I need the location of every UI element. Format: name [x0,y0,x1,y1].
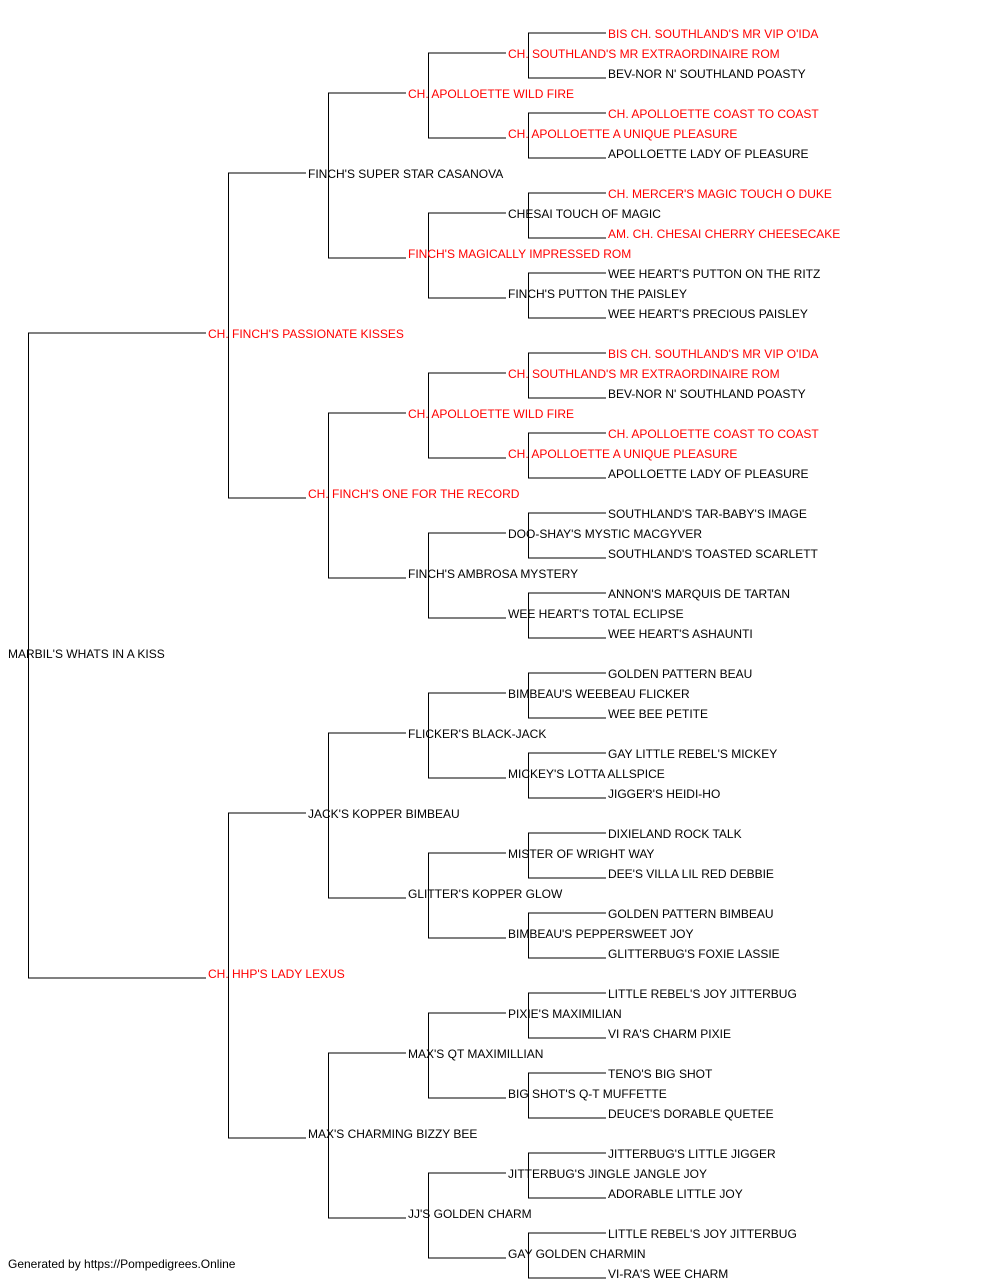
ancestor-name: FINCH'S PUTTON THE PAISLEY [508,287,687,301]
ancestor-name: DEE'S VILLA LIL RED DEBBIE [608,867,774,881]
ancestor-name: MAX'S QT MAXIMILLIAN [408,1047,544,1061]
ancestor-name: JJ'S GOLDEN CHARM [408,1207,532,1221]
ancestor-name: GLITTERBUG'S FOXIE LASSIE [608,947,780,961]
ancestor-name: LITTLE REBEL'S JOY JITTERBUG [608,1227,797,1241]
ancestor-name: CH. FINCH'S ONE FOR THE RECORD [308,487,520,501]
ancestor-name: WEE HEART'S PUTTON ON THE RITZ [608,267,821,281]
ancestor-name: JIGGER'S HEIDI-HO [608,787,721,801]
ancestor-name: ADORABLE LITTLE JOY [608,1187,743,1201]
footer-credit: Generated by https://Pompedigrees.Online [8,1257,236,1271]
ancestor-name: CH. MERCER'S MAGIC TOUCH O DUKE [608,187,832,201]
ancestor-name: CH. APOLLOETTE A UNIQUE PLEASURE [508,127,738,141]
ancestor-name: JITTERBUG'S LITTLE JIGGER [608,1147,776,1161]
ancestor-name: BIMBEAU'S PEPPERSWEET JOY [508,927,694,941]
ancestor-name: APOLLOETTE LADY OF PLEASURE [608,467,809,481]
ancestor-name: SOUTHLAND'S TOASTED SCARLETT [608,547,818,561]
ancestor-name: APOLLOETTE LADY OF PLEASURE [608,147,809,161]
ancestor-name: FINCH'S AMBROSA MYSTERY [408,567,579,581]
ancestor-name: BEV-NOR N' SOUTHLAND POASTY [608,67,806,81]
ancestor-name: JITTERBUG'S JINGLE JANGLE JOY [508,1167,707,1181]
ancestor-name: TENO'S BIG SHOT [608,1067,713,1081]
ancestor-name: DOO-SHAY'S MYSTIC MACGYVER [508,527,703,541]
ancestor-name: BIMBEAU'S WEEBEAU FLICKER [508,687,690,701]
ancestor-name: BIG SHOT'S Q-T MUFFETTE [508,1087,667,1101]
ancestor-name: CH. APOLLOETTE COAST TO COAST [608,107,819,121]
ancestor-name: GLITTER'S KOPPER GLOW [408,887,563,901]
ancestor-name: VI RA'S CHARM PIXIE [608,1027,731,1041]
ancestor-name: JACK'S KOPPER BIMBEAU [308,807,460,821]
ancestor-name: GAY LITTLE REBEL'S MICKEY [608,747,778,761]
ancestor-name: GAY GOLDEN CHARMIN [508,1247,646,1261]
ancestor-name: WEE BEE PETITE [608,707,709,721]
ancestor-name: GOLDEN PATTERN BIMBEAU [608,907,774,921]
ancestor-name: GOLDEN PATTERN BEAU [608,667,753,681]
ancestor-name: LITTLE REBEL'S JOY JITTERBUG [608,987,797,1001]
ancestor-name: FLICKER'S BLACK-JACK [408,727,547,741]
ancestor-name: PIXIE'S MAXIMILIAN [508,1007,622,1021]
ancestor-name: AM. CH. CHESAI CHERRY CHEESECAKE [608,227,841,241]
ancestor-name: CH. HHP'S LADY LEXUS [208,967,345,981]
ancestor-name: CH. APOLLOETTE WILD FIRE [408,87,575,101]
ancestor-name: MICKEY'S LOTTA ALLSPICE [508,767,665,781]
ancestor-name: ANNON'S MARQUIS DE TARTAN [608,587,791,601]
ancestor-name: MAX'S CHARMING BIZZY BEE [308,1127,478,1141]
ancestor-name: MISTER OF WRIGHT WAY [508,847,655,861]
ancestor-name: CH. APOLLOETTE COAST TO COAST [608,427,819,441]
ancestor-name: WEE HEART'S ASHAUNTI [608,627,753,641]
ancestor-name: CHESAI TOUCH OF MAGIC [508,207,661,221]
ancestor-name: CH. APOLLOETTE WILD FIRE [408,407,575,421]
ancestor-name: BIS CH. SOUTHLAND'S MR VIP O'IDA [608,27,819,41]
ancestor-name: FINCH'S MAGICALLY IMPRESSED ROM [408,247,632,261]
ancestor-name: BIS CH. SOUTHLAND'S MR VIP O'IDA [608,347,819,361]
ancestor-name: VI-RA'S WEE CHARM [608,1267,729,1280]
ancestor-name: CH. SOUTHLAND'S MR EXTRAORDINAIRE ROM [508,367,780,381]
ancestor-name: CH. APOLLOETTE A UNIQUE PLEASURE [508,447,738,461]
ancestor-name: SOUTHLAND'S TAR-BABY'S IMAGE [608,507,807,521]
ancestor-name: WEE HEART'S TOTAL ECLIPSE [508,607,684,621]
ancestor-name: DIXIELAND ROCK TALK [608,827,742,841]
ancestor-name: DEUCE'S DORABLE QUETEE [608,1107,774,1121]
subject-dog-name: MARBIL'S WHATS IN A KISS [8,647,165,661]
ancestor-name: CH. SOUTHLAND'S MR EXTRAORDINAIRE ROM [508,47,780,61]
ancestor-name: FINCH'S SUPER STAR CASANOVA [308,167,504,181]
ancestor-name: WEE HEART'S PRECIOUS PAISLEY [608,307,808,321]
ancestor-name: BEV-NOR N' SOUTHLAND POASTY [608,387,806,401]
ancestor-name: CH. FINCH'S PASSIONATE KISSES [208,327,404,341]
